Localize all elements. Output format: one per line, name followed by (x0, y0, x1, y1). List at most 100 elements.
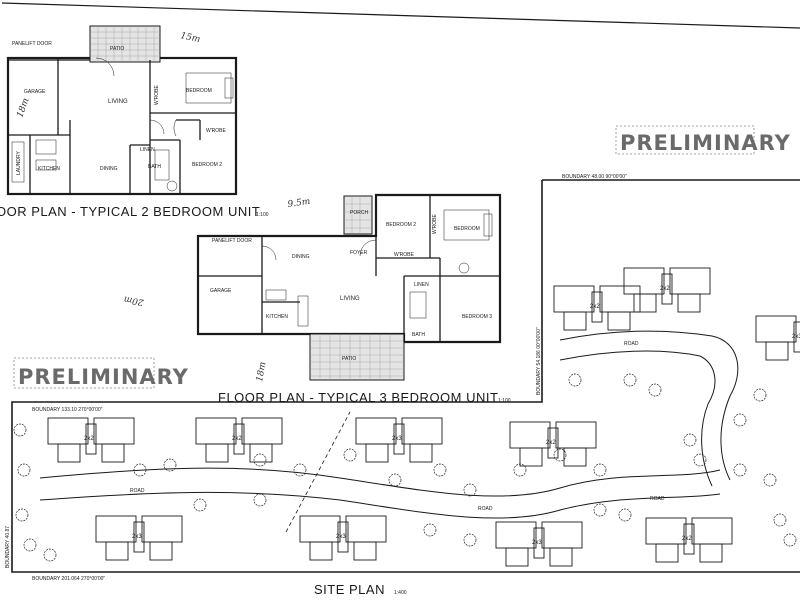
unit-type-label: 2x3 (792, 334, 800, 340)
tree-symbol (693, 453, 707, 467)
unit-type-label: 2x2 (232, 436, 242, 442)
unit-block: 2x3 (495, 521, 583, 567)
plan3-porch-label: PORCH (350, 210, 368, 216)
unit-outline (699, 543, 723, 563)
unit-outline (765, 341, 789, 361)
plan3-wrobe1-label: W'ROBE (432, 213, 438, 234)
unit-outline (409, 443, 433, 463)
svg-text:PRELIMINARY: PRELIMINARY (18, 365, 189, 389)
unit-outline (691, 517, 733, 545)
plan2-laundry-label: LAUNDRY (16, 151, 22, 175)
unit-block: 2x3 (299, 515, 387, 561)
unit-block: 2x2 (645, 517, 733, 563)
tree-symbol (773, 513, 787, 527)
unit-outline (563, 311, 587, 331)
unit-block: 2x2 (47, 417, 135, 463)
boundary-left-top-label: BOUNDARY 133.10 270°00'00" (32, 407, 103, 413)
tree-symbol (253, 493, 267, 507)
unit-block: 2x3 (355, 417, 443, 463)
unit-type-label: 2x2 (84, 436, 94, 442)
unit-type-label: 2x2 (660, 286, 670, 292)
plan2-living-label: LIVING (108, 99, 128, 105)
boundary-bottom-label: BOUNDARY 201.064 270°00'00" (32, 576, 105, 582)
boundary-left-vert-label: BOUNDARY 40.87 (5, 526, 11, 568)
tree-symbol (568, 373, 582, 387)
unit-outline (101, 443, 125, 463)
unit-block: 2x3 (755, 315, 800, 361)
unit-outline (337, 521, 349, 553)
road-label-4: ROAD (650, 496, 665, 502)
tree-symbol (423, 523, 437, 537)
boundary-right-vert-label: BOUNDARY 54.186 00°00'00" (536, 327, 542, 395)
road-label-1: ROAD (130, 488, 145, 494)
plan2-scale: 1:100 (256, 212, 269, 218)
unit-outline (683, 523, 695, 555)
plan3-patio-label: PATIO (342, 356, 356, 362)
unit-type-label: 2x2 (590, 304, 600, 310)
plan3-bedroom3-label: BEDROOM 3 (462, 314, 492, 320)
unit-type-label: 2x2 (682, 536, 692, 542)
tree-symbol (163, 458, 177, 472)
preliminary-stamp-left: PRELIMINARY (13, 357, 189, 389)
unit-block: 2x3 (95, 515, 183, 561)
tree-symbol (733, 463, 747, 477)
unit-outline (141, 515, 183, 543)
unit-outline (393, 423, 405, 455)
plan3-interior-walls (198, 195, 500, 342)
tree-symbol (343, 448, 357, 462)
unit-type-label: 2x3 (336, 534, 346, 540)
plan3-panel-door-label: PANELIFT DOOR (212, 238, 252, 244)
plan3-garage-label: GARAGE (210, 288, 232, 294)
unit-outline (133, 521, 145, 553)
unit-outline (195, 417, 237, 445)
unit-outline (233, 423, 245, 455)
tree-symbol (133, 463, 147, 477)
unit-outline (495, 521, 537, 549)
unit-block: 2x2 (195, 417, 283, 463)
unit-outline (241, 417, 283, 445)
site-boundary (11, 179, 800, 573)
tree-symbol (753, 388, 767, 402)
unit-type-label: 2x3 (132, 534, 142, 540)
unit-outline (553, 285, 595, 313)
unit-outline (47, 417, 89, 445)
plan3-scale: 1:100 (498, 398, 511, 404)
site-plan: BOUNDARY 48.00 90°00'00" BOUNDARY 133.10… (5, 174, 800, 582)
floor-plan-3-bedroom: PANELIFT DOOR PORCH BEDROOM 2 BEDROOM W'… (196, 193, 511, 405)
plan3-living-label: LIVING (340, 296, 360, 302)
tree-symbol (733, 413, 747, 427)
tree-symbol (43, 548, 57, 562)
tree-symbol (463, 533, 477, 547)
plan2-wrobe1-label: W'ROBE (154, 84, 160, 105)
svg-text:PRELIMINARY: PRELIMINARY (620, 131, 791, 155)
plan3-foyer-label: FOYER (350, 250, 368, 256)
plan3-outline (196, 193, 502, 344)
unit-outline (57, 443, 81, 463)
tree-symbol (23, 538, 37, 552)
plan3-patio (309, 333, 405, 381)
unit-outline (755, 315, 797, 343)
unit-outline (645, 517, 687, 545)
plan3-wrobe2-label: W'ROBE (394, 252, 415, 258)
unit-outline (563, 447, 587, 467)
plan3-bedroom1-label: BEDROOM (454, 226, 480, 232)
easement-line (285, 411, 351, 533)
unit-block: 2x2 (553, 285, 641, 331)
handwritten-dim-4: 20m (123, 294, 145, 307)
site-plan-scale: 1:400 (394, 590, 407, 596)
tree-symbol (17, 463, 31, 477)
unit-outline (249, 443, 273, 463)
tree-symbol (388, 473, 402, 487)
unit-type-label: 2x2 (546, 440, 556, 446)
tree-symbol (293, 463, 307, 477)
tree-symbol (763, 473, 777, 487)
road-label-2: ROAD (478, 506, 493, 512)
unit-outline (519, 447, 543, 467)
unit-outline (353, 541, 377, 561)
plan2-patio-hatch (90, 26, 160, 62)
unit-block: 2x2 (509, 421, 597, 467)
plan3-bath-label: BATH (412, 332, 425, 338)
tree-symbol (593, 503, 607, 517)
tree-symbol (463, 483, 477, 497)
unit-outline (793, 321, 800, 353)
